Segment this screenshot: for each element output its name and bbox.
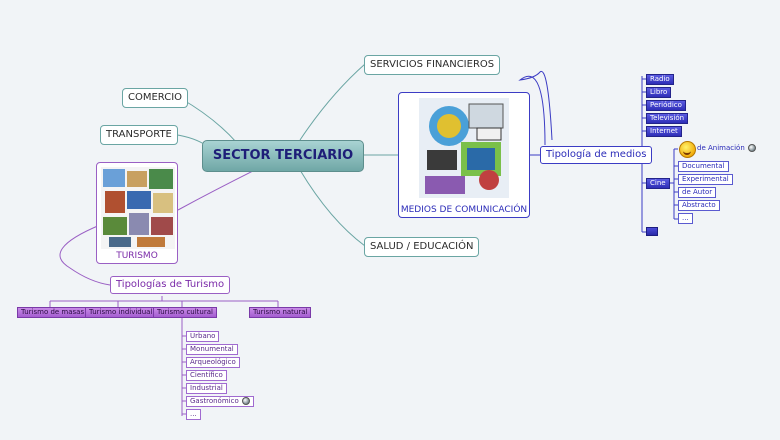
medio-libro-label: Libro [650,88,668,96]
cultural-more[interactable]: ... [186,409,201,420]
turismo-natural-label: Turismo natural [253,308,308,316]
turismo-masas[interactable]: Turismo de masas [17,307,89,318]
tipologia-medios-label: Tipología de medios [546,149,647,160]
branch-transporte-label: TRANSPORTE [106,129,172,140]
branch-servicios-financieros[interactable]: SERVICIOS FINANCIEROS [364,55,501,75]
cultural-gastronomico[interactable]: Gastronómico [186,396,254,407]
branch-salud-educacion[interactable]: SALUD / EDUCACIÓN [364,237,480,257]
branch-transporte[interactable]: TRANSPORTE [100,125,178,145]
cine-experimental-label: Experimental [682,175,729,183]
branch-salud-label: SALUD / EDUCACIÓN [370,241,474,252]
cine-more-label: ... [682,214,689,222]
turismo-individual-label: Turismo individual [89,308,153,316]
central-node-label: SECTOR TERCIARIO [212,148,354,163]
turismo-natural[interactable]: Turismo natural [249,307,312,318]
cultural-arqueologico[interactable]: Arqueológico [186,357,240,368]
cine-de-autor-label: de Autor [682,188,713,196]
cultural-industrial-label: Industrial [190,384,223,392]
medio-libro[interactable]: Libro [646,87,672,98]
cultural-monumental-label: Monumental [190,345,234,353]
smiley-icon [679,141,696,158]
medio-cine[interactable]: Cine [646,178,670,189]
tipologias-turismo-node[interactable]: Tipologías de Turismo [110,276,231,294]
turismo-individual[interactable]: Turismo individual [85,307,157,318]
turismo-caption: TURISMO [116,251,158,261]
cine-documental[interactable]: Documental [678,161,729,172]
cine-abstracto-label: Abstracto [682,201,716,209]
medio-empty[interactable] [646,227,658,236]
cultural-cientifico[interactable]: Científico [186,370,227,381]
medio-radio[interactable]: Radio [646,74,674,85]
cultural-arqueologico-label: Arqueológico [190,358,236,366]
cultural-urbano-label: Urbano [190,332,216,340]
attachment-dot-icon [747,144,756,152]
medio-radio-label: Radio [650,75,670,83]
turismo-cultural[interactable]: Turismo cultural [153,307,217,318]
cultural-monumental[interactable]: Monumental [186,344,238,355]
branch-medios-comunicacion[interactable]: MEDIOS DE COMUNICACIÓN [398,92,530,218]
tipologia-medios-node[interactable]: Tipología de medios [540,146,653,164]
medio-internet-label: Internet [650,127,678,135]
cine-abstracto[interactable]: Abstracto [678,200,720,211]
turismo-masas-label: Turismo de masas [21,308,85,316]
cine-animacion-label: de Animación [697,144,745,152]
cultural-cientifico-label: Científico [190,371,223,379]
branch-comercio-label: COMERCIO [128,92,183,103]
cultural-industrial[interactable]: Industrial [186,383,227,394]
medios-caption: MEDIOS DE COMUNICACIÓN [400,205,528,215]
cine-more[interactable]: ... [678,213,693,224]
branch-servicios-label: SERVICIOS FINANCIEROS [370,59,495,70]
central-node[interactable]: SECTOR TERCIARIO [202,140,364,172]
cultural-more-label: ... [190,410,197,418]
attachment-dot-icon [241,397,250,405]
medio-television-label: Televisión [650,114,685,122]
cine-de-autor[interactable]: de Autor [678,187,717,198]
medio-internet[interactable]: Internet [646,126,682,137]
cultural-gastronomico-label: Gastronómico [190,397,239,405]
cultural-urbano[interactable]: Urbano [186,331,220,342]
turismo-cultural-label: Turismo cultural [157,308,213,316]
branch-turismo[interactable]: TURISMO [96,162,178,264]
media-collage-image [419,98,509,198]
branch-comercio[interactable]: COMERCIO [122,88,189,108]
medio-cine-label: Cine [650,179,666,187]
medio-television[interactable]: Televisión [646,113,689,124]
medio-periodico-label: Periódico [650,101,682,109]
tipologias-turismo-label: Tipologías de Turismo [116,279,225,290]
turismo-collage-image [101,167,175,249]
medio-periodico[interactable]: Periódico [646,100,686,111]
cine-documental-label: Documental [682,162,725,170]
cine-experimental[interactable]: Experimental [678,174,733,185]
cine-animacion[interactable]: de Animación [697,144,756,153]
